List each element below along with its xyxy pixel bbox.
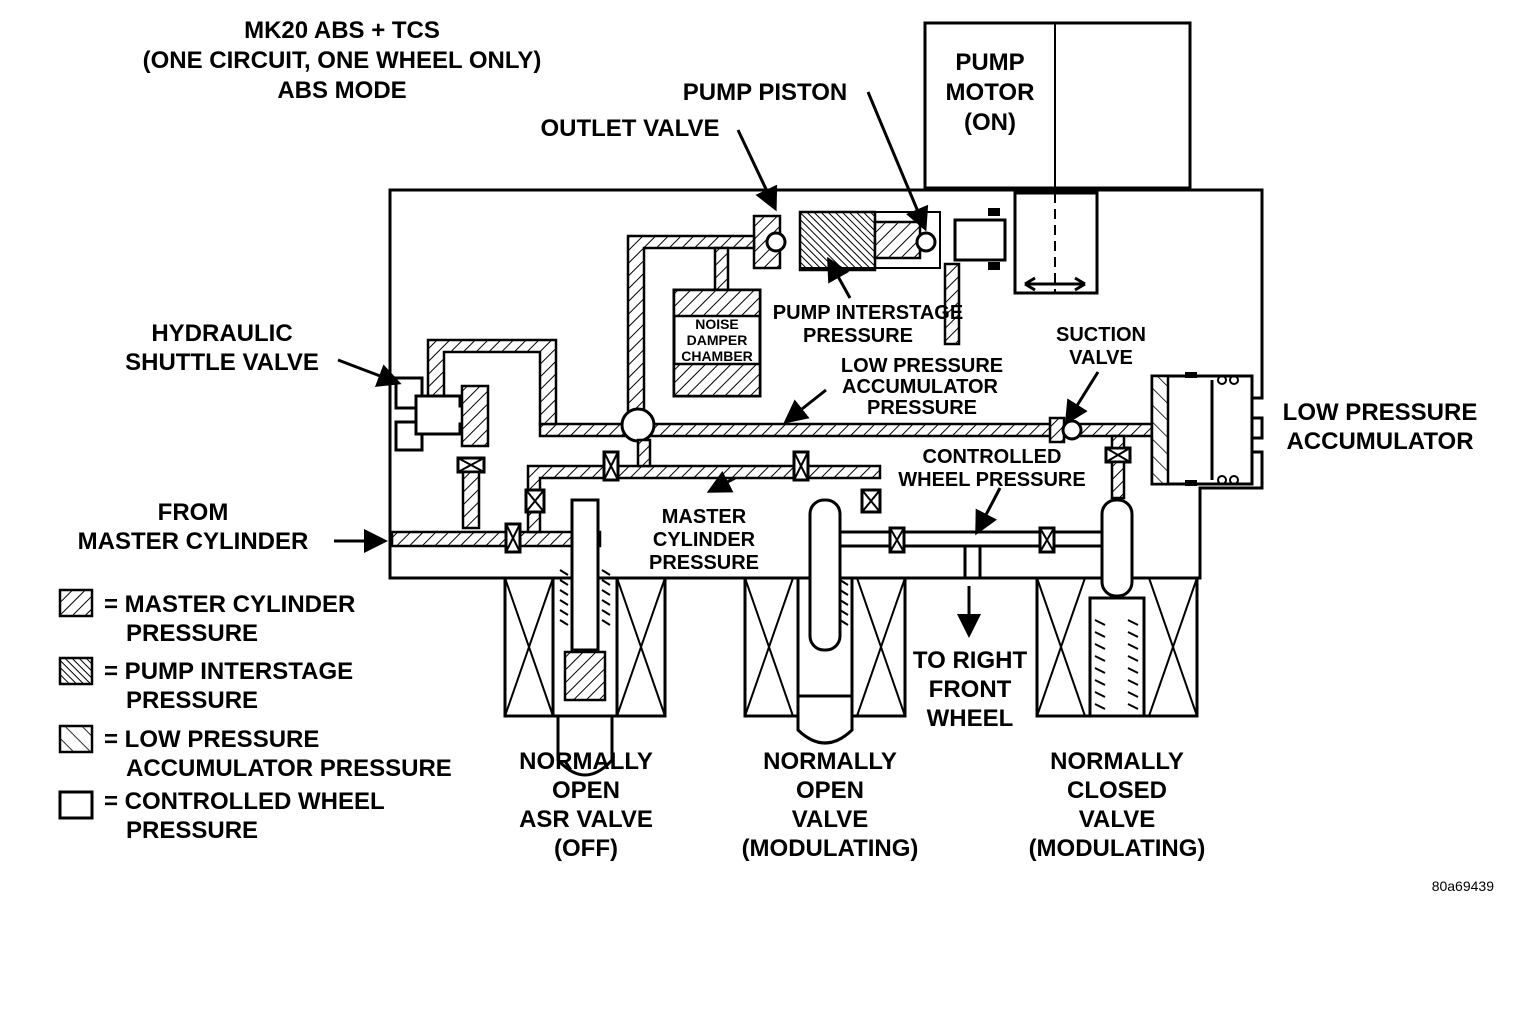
valve-1-line-3: ASR VALVE [519,806,653,833]
legend-item-3-line-2: ACCUMULATOR PRESSURE [126,755,452,782]
from-master-cylinder-label: FROM MASTER CYLINDER [78,499,309,555]
shuttle-valve-line-1: HYDRAULIC [151,320,292,347]
noise-damper-chamber-label: NOISE DAMPER CHAMBER [681,316,753,364]
low-pressure-accumulator-pressure-label: LOW PRESSURE ACCUMULATOR PRESSURE [841,355,1003,419]
pump-motor-line-1: PUMP [955,49,1024,76]
hydraulic-shuttle-valve-label: HYDRAULIC SHUTTLE VALVE [125,320,319,376]
to-wheel-line-1: TO RIGHT [913,647,1028,674]
valve-label-normally-closed: NORMALLY CLOSED VALVE (MODULATING) [1029,748,1206,862]
low-pressure-accumulator-label: LOW PRESSURE ACCUMULATOR [1283,399,1478,455]
to-wheel-line-3: WHEEL [927,705,1014,732]
legend-swatch-low-pressure [58,724,94,754]
pump-motor-line-2: MOTOR [946,79,1035,106]
title-block: MK20 ABS + TCS (ONE CIRCUIT, ONE WHEEL O… [143,17,542,104]
valve-label-asr: NORMALLY OPEN ASR VALVE (OFF) [519,748,653,862]
lpa-pressure-line-1: LOW PRESSURE [841,355,1003,377]
valve-1-line-1: NORMALLY [519,748,653,775]
valve-2-line-3: VALVE [792,806,868,833]
valve-3-line-3: VALVE [1079,806,1155,833]
lpa-line-2: ACCUMULATOR [1286,428,1473,455]
valve-3-line-4: (MODULATING) [1029,835,1206,862]
to-right-front-wheel-label: TO RIGHT FRONT WHEEL [913,647,1028,732]
noise-damper-line-3: CHAMBER [681,348,753,364]
valve-1-line-2: OPEN [552,777,620,804]
outlet-valve-part [752,214,787,270]
suction-valve-label: SUCTION VALVE [1056,324,1146,369]
to-wheel-line-2: FRONT [929,676,1012,703]
controlled-wheel-line-1: CONTROLLED [923,446,1062,468]
legend-item-2-line-1: = PUMP INTERSTAGE [104,658,353,685]
lpa-line-1: LOW PRESSURE [1283,399,1478,426]
legend-item-3-line-1: = LOW PRESSURE [104,726,319,753]
valve-2-line-2: OPEN [796,777,864,804]
normally-open-valve-solenoid [743,488,907,745]
controlled-wheel-pressure-label: CONTROLLED WHEEL PRESSURE [898,446,1085,491]
pump-interstage-pressure-label: PUMP INTERSTAGE PRESSURE [773,302,963,347]
legend-item-1-line-2: PRESSURE [126,620,258,647]
legend-item-4-line-2: PRESSURE [126,817,258,844]
legend-swatch-master-cylinder [58,588,94,618]
pump-motor-line-3: (ON) [964,109,1016,136]
valve-3-line-1: NORMALLY [1050,748,1184,775]
valve-label-normally-open: NORMALLY OPEN VALVE (MODULATING) [742,748,919,862]
asr-valve-solenoid [503,488,667,777]
pump-motor [923,21,1192,193]
valve-2-line-4: (MODULATING) [742,835,919,862]
controlled-wheel-line-2: WHEEL PRESSURE [898,469,1085,491]
legend-item-1-line-1: = MASTER CYLINDER [104,591,355,618]
outlet-valve-label: OUTLET VALVE [540,115,719,142]
mc-pressure-line-2: CYLINDER [653,529,756,551]
pump-interstage-line-2: PRESSURE [803,325,913,347]
pump-piston-assembly [798,210,1007,346]
pump-motor-label: PUMP MOTOR (ON) [946,49,1035,136]
mc-pressure-line-3: PRESSURE [649,552,759,574]
master-cylinder-line [390,438,882,554]
low-pressure-channel [538,407,1172,444]
legend-swatch-controlled-wheel [58,790,94,820]
pump-interstage-line-1: PUMP INTERSTAGE [773,302,963,324]
noise-damper-line-2: DAMPER [687,332,748,348]
valve-3-line-2: CLOSED [1067,777,1167,804]
pump-piston-label: PUMP PISTON [683,79,847,106]
valve-1-line-4: (OFF) [554,835,618,862]
suction-valve-line-2: VALVE [1069,347,1133,369]
figure-id: 80a69439 [1432,878,1495,894]
legend-item-4-line-1: = CONTROLLED WHEEL [104,788,385,815]
title-line-1: MK20 ABS + TCS [244,17,440,44]
pump-shaft [988,191,1099,295]
hydraulic-shuttle-valve-part [394,338,558,530]
legend-swatches [58,588,94,820]
title-line-2: (ONE CIRCUIT, ONE WHEEL ONLY) [143,47,542,74]
suction-valve-line-1: SUCTION [1056,324,1146,346]
lpa-pressure-line-3: PRESSURE [867,397,977,419]
from-master-line-2: MASTER CYLINDER [78,528,309,555]
legend: = MASTER CYLINDER PRESSURE = PUMP INTERS… [104,591,452,844]
mc-pressure-line-1: MASTER [662,506,747,528]
pointer-arrows [334,91,1100,638]
title-line-3: ABS MODE [277,77,406,104]
master-cylinder-pressure-label: MASTER CYLINDER PRESSURE [649,506,759,574]
controlled-wheel-line [838,434,1132,580]
legend-swatch-pump-interstage [58,656,94,686]
valve-2-line-1: NORMALLY [763,748,897,775]
noise-damper-line-1: NOISE [695,316,739,332]
lpa-pressure-line-2: ACCUMULATOR [842,376,998,398]
shuttle-valve-line-2: SHUTTLE VALVE [125,349,319,376]
low-pressure-accumulator-part [1150,372,1254,486]
from-master-line-1: FROM [158,499,229,526]
legend-item-2-line-2: PRESSURE [126,687,258,714]
normally-closed-valve-solenoid [1035,498,1199,718]
noise-damper-chamber [672,288,762,398]
